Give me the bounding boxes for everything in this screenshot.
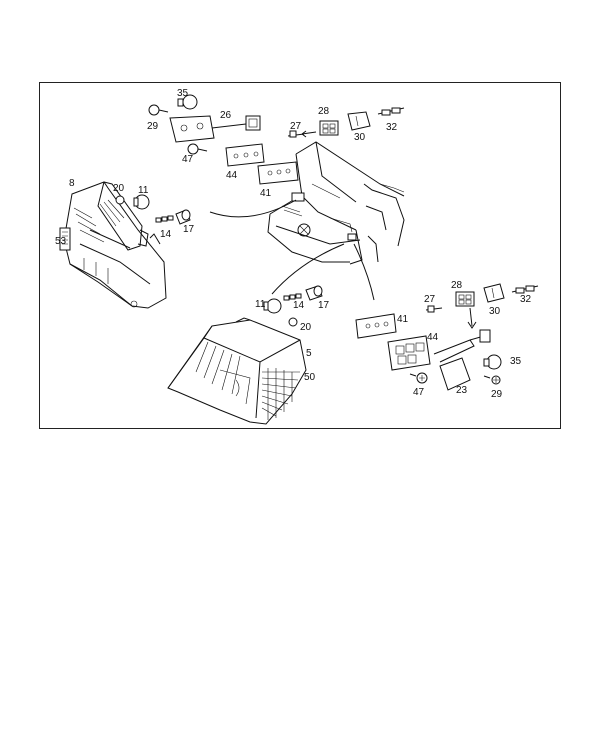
callout-53: 53: [55, 236, 67, 247]
headlamp-housing-right: [167, 317, 307, 425]
callout-32: 32: [520, 294, 532, 305]
screw-47-top: [187, 143, 208, 155]
connector-28-top: [319, 120, 339, 136]
connector-30-top: [347, 111, 371, 131]
callout-14: 14: [160, 229, 172, 240]
callout-28: 28: [451, 280, 463, 291]
bulb-17-left: [175, 209, 191, 225]
bulb-17-bottom: [305, 285, 323, 301]
callout-27: 27: [290, 121, 302, 132]
callout-17: 17: [318, 300, 330, 311]
callout-41: 41: [397, 314, 409, 325]
gasket-44-bottom: [387, 335, 431, 371]
connector-30-bottom: [483, 283, 505, 303]
bulb-11-bottom: [263, 298, 282, 314]
callout-14: 14: [293, 300, 305, 311]
callout-50: 50: [304, 372, 316, 383]
rear-lamp-housing: [169, 115, 261, 143]
leader-curves: [209, 199, 375, 301]
callout-28: 28: [318, 106, 330, 117]
callout-20: 20: [300, 322, 312, 333]
callout-35: 35: [177, 88, 189, 99]
gasket-41-bottom: [355, 313, 397, 339]
callout-17: 17: [183, 224, 195, 235]
callout-44: 44: [226, 170, 238, 181]
bulbs-14-bottom: [283, 293, 302, 301]
callout-20: 20: [113, 183, 125, 194]
callout-5: 5: [306, 348, 312, 359]
callout-30: 30: [354, 132, 366, 143]
callout-27: 27: [424, 294, 436, 305]
callout-32: 32: [386, 122, 398, 133]
callout-47: 47: [413, 387, 425, 398]
socket-20-left: [115, 195, 125, 205]
bulbs-14-left: [155, 215, 174, 223]
callout-35: 35: [510, 356, 522, 367]
socket-20-bottom: [288, 317, 298, 327]
callout-11: 11: [255, 299, 266, 310]
callout-23: 23: [456, 385, 468, 396]
headlamp-housing-left: [59, 181, 167, 309]
connector-28-bottom: [455, 291, 477, 329]
connector-27-bottom: [425, 305, 443, 313]
screw-29-bottom: [483, 375, 501, 385]
bulb-35-top: [177, 94, 198, 110]
connector-27-top: [287, 130, 317, 138]
bulb-35-bottom: [483, 354, 502, 370]
callout-29: 29: [147, 121, 159, 132]
bulb-11-left: [133, 194, 150, 210]
gasket-41-top: [257, 161, 299, 185]
screw-47-bottom: [409, 372, 428, 384]
vehicle-front: [267, 141, 405, 265]
screw-29-top: [148, 104, 169, 116]
terminal-32-top: [377, 107, 405, 116]
callout-8: 8: [69, 178, 75, 189]
callout-44: 44: [427, 332, 439, 343]
callout-11: 11: [138, 185, 149, 196]
callout-29: 29: [491, 389, 503, 400]
callout-labels: 35 29 26 27 28 30 32 47 44 41 8 20 11 53…: [55, 88, 532, 400]
terminal-32-bottom: [511, 285, 539, 294]
callout-41: 41: [260, 188, 272, 199]
callout-30: 30: [489, 306, 501, 317]
rear-lamp-23: [433, 329, 491, 391]
callout-26: 26: [220, 110, 232, 121]
gasket-44-top: [225, 143, 265, 167]
callout-47: 47: [182, 154, 194, 165]
